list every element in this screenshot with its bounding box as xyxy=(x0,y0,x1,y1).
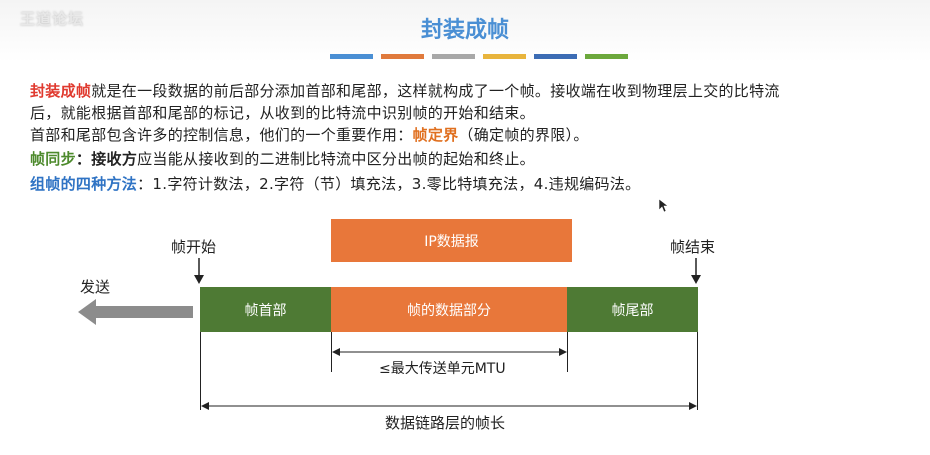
term-framing: 封装成帧 xyxy=(30,82,92,100)
label-frame-end: 帧结束 xyxy=(670,238,716,256)
ip-datagram-box: IP数据报 xyxy=(331,219,572,262)
frame-data-box: 帧的数据部分 xyxy=(331,287,567,332)
frame-length-left-tick xyxy=(200,332,201,410)
para-four-methods: 组帧的四种方法：1.字符计数法，2.字符（节）填充法，3.零比特填充法，4.违规… xyxy=(30,173,640,195)
header-bar xyxy=(0,0,930,62)
frame-trailer-box: 帧尾部 xyxy=(567,287,698,332)
watermark-logo: 王道论坛 xyxy=(20,10,85,28)
mtu-dimension-arrow xyxy=(332,348,567,356)
methods-list: ：1.字符计数法，2.字符（节）填充法，3.零比特填充法，4.违规编码法。 xyxy=(137,175,641,193)
stripe-5 xyxy=(534,54,577,59)
para-framing-definition-line1: 封装成帧就是在一段数据的前后部分添加首部和尾部，这样就构成了一个帧。接收端在收到… xyxy=(30,80,780,102)
term-four-methods: 组帧的四种方法 xyxy=(30,175,138,193)
sync-subject: 接收方 xyxy=(91,150,138,168)
para-framing-definition-line2: 后，就能根据首部和尾部的标记，从收到的比特流中识别帧的开始和结束。 xyxy=(30,104,535,122)
sync-text: 应当能从接收到的二进制比特流中区分出帧的起始和终止。 xyxy=(137,150,535,168)
stripe-1 xyxy=(330,54,373,59)
mouse-cursor-icon xyxy=(659,199,669,213)
title-underline-stripes xyxy=(330,54,628,59)
label-frame-start: 帧开始 xyxy=(171,238,217,256)
stripe-3 xyxy=(432,54,475,59)
stripe-2 xyxy=(381,54,424,59)
para-frame-sync: 帧同步：接收方应当能从接收到的二进制比特流中区分出帧的起始和终止。 xyxy=(30,148,535,170)
mtu-left-tick xyxy=(331,332,332,372)
label-send: 发送 xyxy=(80,278,111,296)
stripe-6 xyxy=(585,54,628,59)
delimiting-note: （确定帧的界限）。 xyxy=(458,126,589,144)
stripe-4 xyxy=(483,54,526,59)
framing-definition-text: 就是在一段数据的前后部分添加首部和尾部，这样就构成了一个帧。接收端在收到物理层上… xyxy=(91,82,780,100)
frame-end-arrow-icon xyxy=(691,258,701,284)
delimiting-text: 首部和尾部包含许多的控制信息，他们的一个重要作用： xyxy=(30,126,413,144)
label-mtu: ≤最大传送单元MTU xyxy=(379,361,506,377)
frame-header-box: 帧首部 xyxy=(200,287,331,332)
frame-length-dimension-arrow xyxy=(201,402,697,410)
mtu-right-tick xyxy=(567,332,568,372)
sync-colon: ： xyxy=(75,150,92,168)
slide-title: 封装成帧 xyxy=(420,18,509,43)
send-arrow-icon xyxy=(78,299,193,325)
label-frame-length: 数据链路层的帧长 xyxy=(385,414,506,432)
term-frame-delimiting: 帧定界 xyxy=(412,126,459,144)
frame-start-arrow-icon xyxy=(194,258,204,284)
frame-length-right-tick xyxy=(697,332,698,410)
para-delimiting: 首部和尾部包含许多的控制信息，他们的一个重要作用：帧定界（确定帧的界限）。 xyxy=(30,124,589,146)
term-frame-sync: 帧同步 xyxy=(30,150,76,168)
